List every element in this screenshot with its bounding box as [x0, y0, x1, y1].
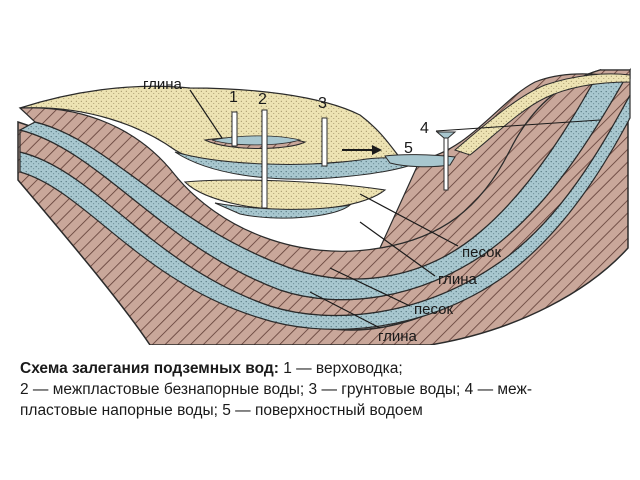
surface-water-body	[384, 154, 456, 168]
leader-clay-2	[309, 291, 381, 329]
well-1	[231, 111, 238, 147]
flow-arrow	[342, 145, 382, 155]
caption-item-1: 1 — верховодка;	[283, 360, 403, 377]
marker-4: 4	[420, 120, 429, 137]
groundwater-diagram: глина песок глина песок глина 1 2 3 4 5	[17, 67, 632, 345]
sand-right-slope	[454, 73, 631, 156]
label-sand-2: песок	[414, 301, 453, 318]
leader-sand-1	[359, 193, 459, 247]
interstratal-water	[214, 202, 352, 219]
caption-line-1: Схема залегания подземных вод: 1 — верхо…	[20, 358, 630, 379]
sand-lens-middle	[183, 179, 387, 211]
caption-line-2: 2 — межпластовые безнапорные воды; 3 — г…	[20, 381, 533, 398]
well-2	[261, 109, 268, 209]
marker-3: 3	[318, 95, 327, 112]
caption-title: Схема залегания подземных вод:	[20, 360, 279, 377]
marker-1: 1	[229, 89, 238, 106]
leader-clay-top	[189, 89, 223, 139]
label-clay-top: глина	[143, 76, 183, 93]
leader-clay-1	[359, 221, 436, 277]
leader-4	[435, 119, 601, 132]
label-clay-1: глина	[438, 271, 478, 288]
clay-right-slope	[378, 69, 631, 249]
leader-sand-2	[329, 267, 411, 307]
caption-line-3: пластовые напорные воды; 5 — поверхностн…	[20, 402, 423, 419]
caption: Схема залегания подземных вод: 1 — верхо…	[20, 358, 630, 421]
marker-5: 5	[404, 140, 413, 157]
sand-top-layer	[19, 85, 402, 168]
label-sand-1: песок	[462, 244, 501, 261]
label-clay-2: глина	[378, 328, 418, 345]
marker-2: 2	[258, 91, 267, 108]
well-3	[321, 117, 328, 167]
well-4	[435, 131, 457, 191]
